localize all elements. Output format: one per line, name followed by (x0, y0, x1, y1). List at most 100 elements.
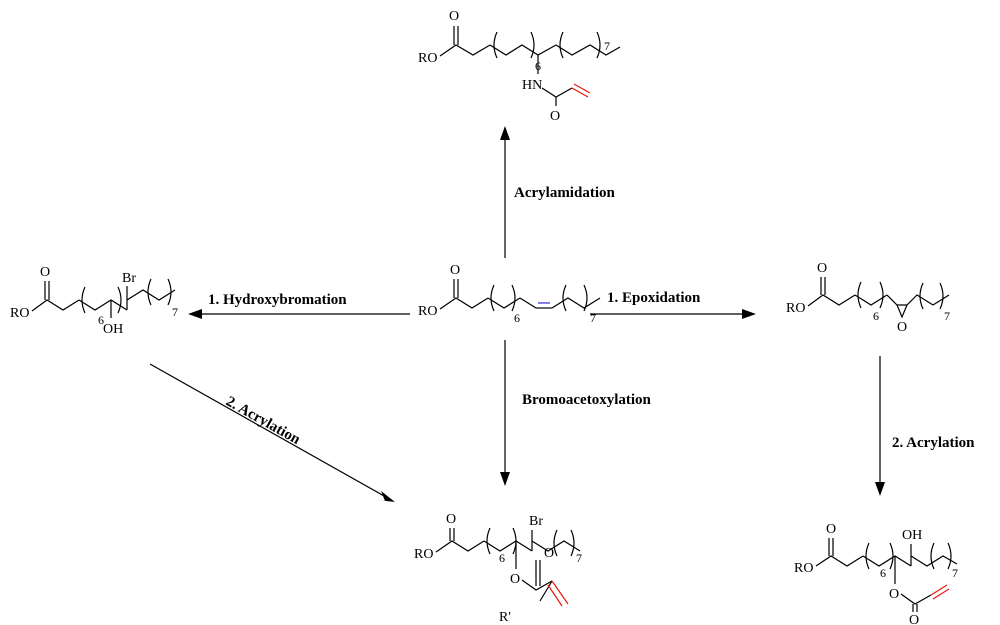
carbonyl-double-bond (828, 538, 834, 556)
repeat-bracket-open (930, 542, 935, 570)
acrylate-carbonyl-bond (535, 560, 541, 586)
repeat-bracket-open (559, 31, 564, 59)
repeat-count-6: 6 (98, 313, 104, 327)
alkyl-chain-bond (78, 299, 128, 311)
ester-chain-bond (807, 294, 856, 307)
epoxide-o-label: O (897, 320, 907, 335)
repeat-bracket-open (562, 284, 567, 312)
r-prime-label: R' (499, 610, 511, 625)
carbonyl-double-bond (44, 281, 50, 300)
ester-ro-label: RO (786, 301, 805, 316)
repeat-count-7: 7 (604, 39, 610, 53)
repeat-bracket-close (570, 529, 575, 557)
repeat-count-6: 6 (514, 311, 520, 325)
repeat-bracket-open (493, 31, 498, 59)
acrylation-right-label: 2. Acrylation (892, 435, 975, 451)
ester-chain-bond (31, 299, 80, 312)
amide-o-label: O (550, 109, 560, 124)
repeat-bracket-open (857, 281, 862, 309)
repeat-bracket-open (147, 278, 152, 306)
carbonyl-o-label: O (40, 265, 50, 280)
repeat-bracket-close (939, 282, 944, 310)
acrylate-o-label: O (909, 613, 919, 625)
repeat-count-7: 7 (172, 305, 178, 319)
acrylation-left-label: 2. Acrylation (223, 394, 303, 449)
arrow-head (742, 309, 756, 319)
alkyl-tail-bond (910, 555, 958, 567)
carbonyl-double-bond (453, 279, 459, 298)
acrylamidation-arrow (500, 126, 510, 258)
acrylamide-product: RO O 6 7 HN O (418, 9, 621, 124)
repeat-count-7: 7 (590, 311, 596, 325)
epoxide-ring-bond (896, 304, 908, 319)
ester-chain-bond (439, 297, 489, 310)
carbonyl-o-label: O (450, 263, 460, 278)
arrow-head (500, 472, 510, 486)
carbonyl-o-label: O (446, 512, 456, 527)
acrylate-o-label: O (544, 546, 554, 561)
ester-chain-bond (435, 540, 485, 553)
carbonyl-double-bond (453, 26, 459, 45)
arrow-head (500, 126, 510, 140)
epoxidation-label: 1. Epoxidation (607, 290, 701, 306)
br-label: Br (122, 271, 136, 286)
repeat-bracket-close (947, 542, 952, 570)
repeat-bracket-close (530, 31, 535, 59)
alkyl-tail-bond (531, 540, 581, 552)
ester-ro-label: RO (10, 306, 29, 321)
repeat-bracket-open (919, 282, 924, 310)
arrow-head (188, 309, 202, 319)
repeat-count-7: 7 (944, 309, 950, 323)
acryl-double-bond (930, 584, 950, 600)
acrylate-bond (521, 579, 553, 591)
repeat-bracket-open (865, 542, 870, 570)
alkyl-tail-bond (126, 289, 176, 301)
alkyl-chain-bond (862, 555, 912, 567)
acryl-double-bond (547, 580, 569, 607)
repeat-bracket-open (553, 529, 558, 557)
br-label: Br (529, 514, 543, 529)
repeat-bracket-open (490, 284, 495, 312)
carbonyl-double-bond (820, 277, 826, 295)
hydroxybromation-arrow (188, 309, 410, 319)
acrylate-bond (900, 593, 932, 605)
repeat-bracket-close (117, 286, 122, 314)
repeat-bracket-close (879, 281, 884, 309)
alkyl-tail-bond (555, 44, 621, 56)
alkyl-tail-bond (551, 297, 601, 309)
ester-ro-label: RO (414, 547, 433, 562)
repeat-bracket-close (889, 542, 894, 570)
alkyl-chain-bond (854, 294, 888, 306)
bromoacetoxylation-arrow (500, 340, 510, 486)
ester-o-label: O (889, 587, 899, 602)
epoxide-product: RO O 6 O 7 (786, 261, 950, 335)
ester-o-label: O (510, 572, 520, 587)
repeat-count-6: 6 (873, 309, 879, 323)
bromoacetoxylation-label: Bromoacetoxylation (522, 392, 652, 408)
carbonyl-o-label: O (449, 9, 459, 24)
r-prime-bond (539, 580, 553, 602)
oh-label: OH (103, 322, 123, 337)
repeat-bracket-close (511, 284, 516, 312)
epoxidation-arrow (590, 309, 756, 319)
carbonyl-double-bond (449, 528, 455, 541)
ester-chain-bond (815, 555, 864, 567)
alkyl-chain-bond (489, 44, 557, 56)
arrow-head (875, 482, 885, 496)
repeat-count-6: 6 (880, 566, 886, 580)
repeat-count-7: 7 (952, 566, 958, 580)
repeat-count-7: 7 (576, 551, 582, 565)
acryl-double-bond (571, 83, 591, 98)
acrylation-left-arrow (149, 363, 395, 502)
bromohydrin-product: RO O 6 OH Br 7 (10, 265, 178, 337)
arrow-head (378, 491, 395, 502)
acrylate-carbonyl-bond (912, 604, 918, 612)
starting-unsaturated-ester: RO O 6 7 (418, 263, 601, 325)
allylic-bond (519, 297, 537, 309)
acrylamidation-label: Acrylamidation (514, 185, 615, 201)
oh-label: OH (902, 528, 922, 543)
repeat-bracket-open (486, 527, 491, 555)
ester-ro-label: RO (794, 561, 813, 576)
repeat-bracket-open (81, 286, 86, 314)
